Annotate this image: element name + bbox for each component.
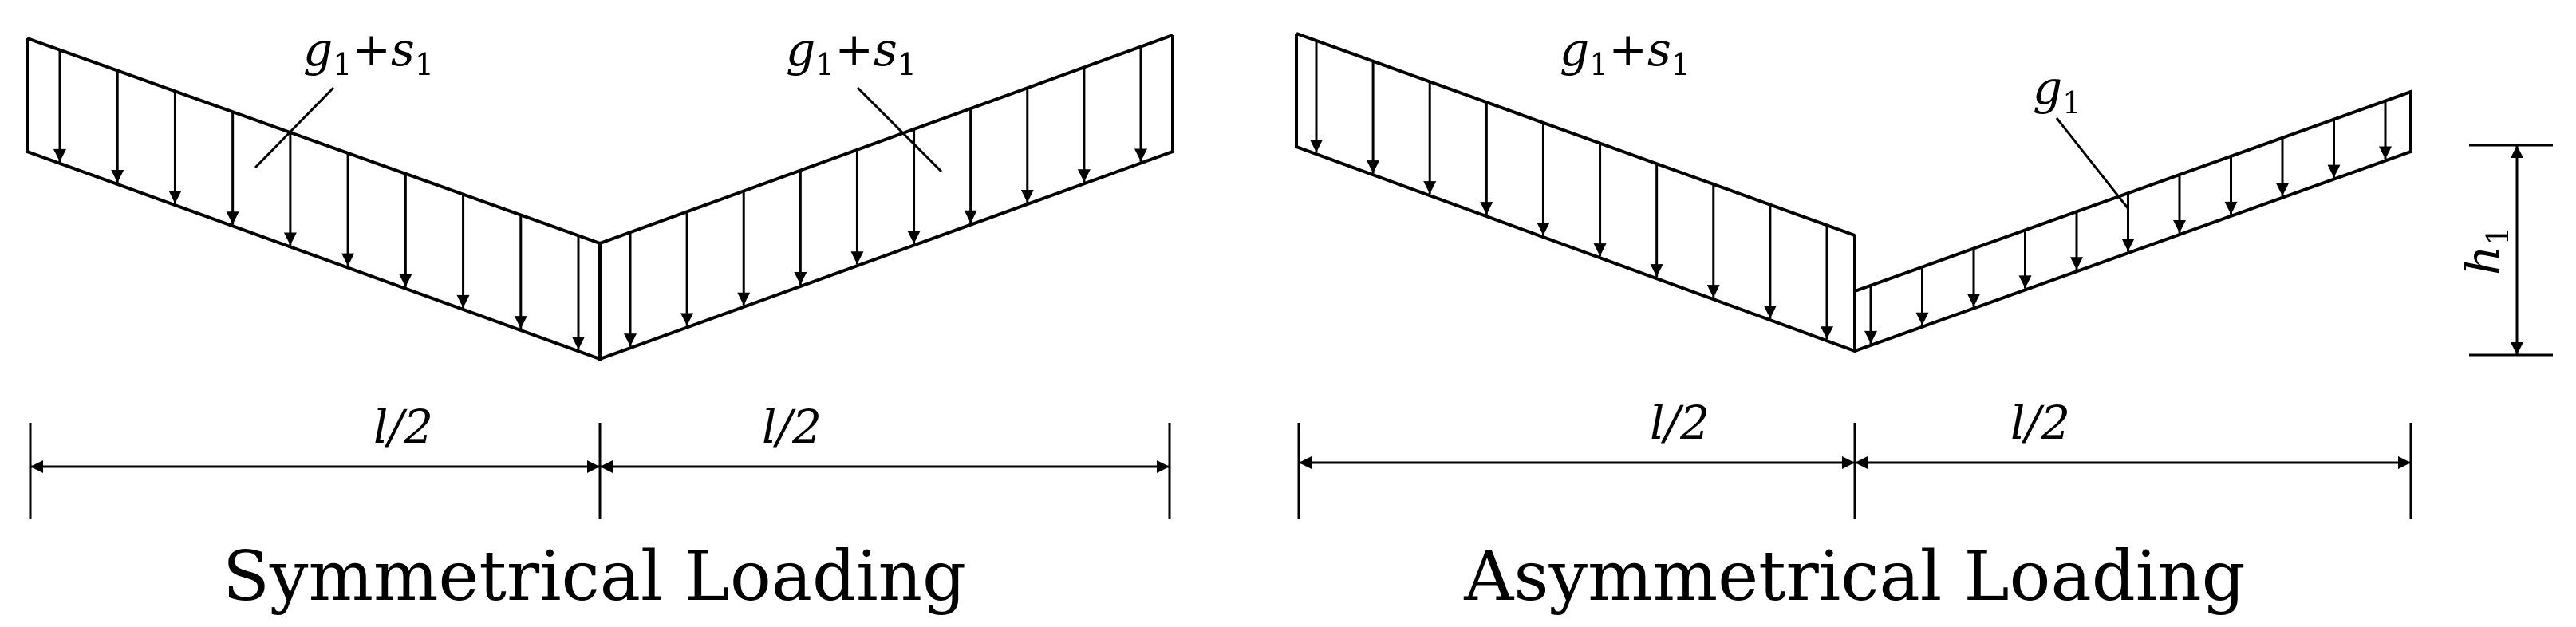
sym-load-arrows <box>53 46 1147 350</box>
sym-right-load-outline <box>598 35 1174 361</box>
sym-dim-right-label: l/2 <box>762 400 822 454</box>
sym-caption: Symmetrical Loading <box>223 537 966 617</box>
sym-left-label-leader <box>254 86 335 169</box>
asym-dim-right-label: l/2 <box>2010 396 2070 450</box>
sym-left-load-label: g1+s1 <box>303 22 434 82</box>
sym-right-label-leader <box>856 86 943 173</box>
sym-right-load-label: g1+s1 <box>786 22 917 82</box>
asym-right-load-label: g1 <box>2033 61 2081 120</box>
asym-load-arrows <box>1310 41 2392 344</box>
asym-left-load-top-edge <box>1296 32 1856 237</box>
asym-right-load-outline <box>1853 89 2412 353</box>
asym-caption: Asymmetrical Loading <box>1463 537 2245 617</box>
sym-right-load-top-edge <box>599 34 1174 245</box>
asym-height-label: h1 <box>2456 226 2515 275</box>
asym-left-load-label: g1+s1 <box>1560 22 1690 82</box>
asymmetrical-panel <box>1295 32 2553 519</box>
asym-right-label-leader <box>2055 117 2130 210</box>
sym-dim-left-label: l/2 <box>373 400 433 454</box>
asym-dim-left-label: l/2 <box>1650 396 1710 450</box>
sym-left-load-top-edge <box>26 37 601 245</box>
sym-left-load-outline <box>26 38 602 361</box>
symmetrical-panel <box>26 34 1174 519</box>
